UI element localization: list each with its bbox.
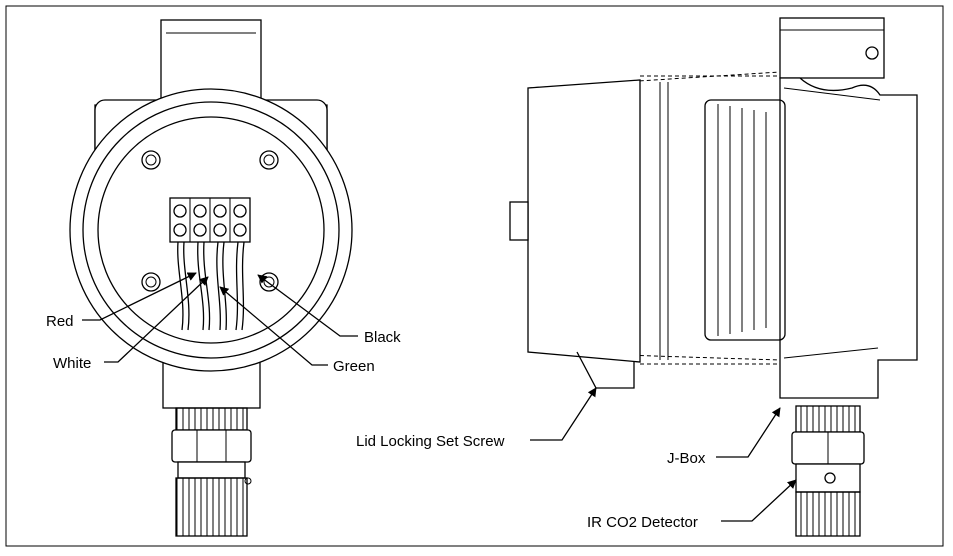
jbox-side-view bbox=[509, 17, 918, 537]
side-hex-nut bbox=[791, 431, 865, 465]
left-callouts: Red White Black Green bbox=[46, 272, 401, 375]
top-bracket bbox=[779, 17, 885, 79]
side-conduit-thread bbox=[795, 405, 861, 433]
label-black: Black bbox=[364, 329, 401, 346]
jbox-front-view bbox=[69, 19, 353, 537]
diagram-frame bbox=[5, 5, 944, 547]
side-detector-thread bbox=[795, 491, 861, 537]
enclosure-mid-ring bbox=[82, 101, 340, 359]
enclosure-inner-ring bbox=[97, 116, 325, 344]
lid-body bbox=[527, 79, 641, 363]
lid-fins bbox=[704, 99, 786, 341]
set-screw-boss bbox=[576, 351, 635, 389]
detector-thread bbox=[175, 477, 248, 537]
label-white: White bbox=[53, 355, 91, 372]
label-green: Green bbox=[333, 358, 375, 375]
wires bbox=[177, 241, 245, 331]
label-ir-co2-detector: IR CO2 Detector bbox=[587, 514, 698, 531]
top-hub bbox=[160, 19, 262, 101]
terminal-block bbox=[169, 197, 251, 243]
label-red: Red bbox=[46, 313, 74, 330]
label-jbox: J-Box bbox=[667, 450, 706, 467]
right-callouts: Lid Locking Set Screw J-Box IR CO2 Detec… bbox=[356, 387, 797, 531]
lid-tab bbox=[509, 201, 529, 241]
label-lid-locking-set-screw: Lid Locking Set Screw bbox=[356, 433, 505, 450]
jbox-housing bbox=[779, 77, 918, 399]
conduit-thread-upper bbox=[175, 407, 248, 431]
hex-nut bbox=[171, 429, 252, 463]
